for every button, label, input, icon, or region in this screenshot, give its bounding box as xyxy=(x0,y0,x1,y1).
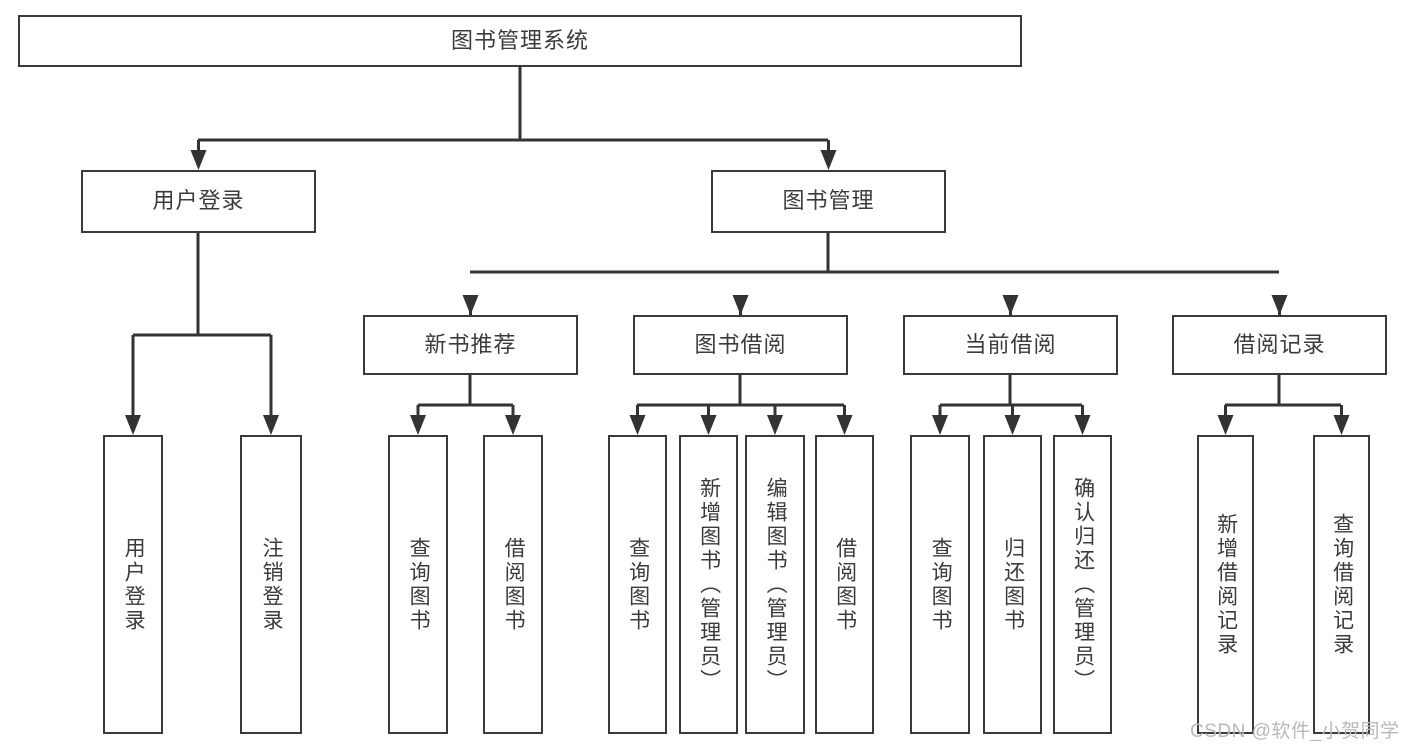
node-label: 借阅记录 xyxy=(1233,331,1326,357)
arrow-head-current-borrow xyxy=(1002,295,1019,315)
node-label: 新增借阅记录 xyxy=(1214,512,1238,657)
arrow-head-leaf-add-book xyxy=(700,415,717,435)
arrow-head-leaf-user-login xyxy=(125,415,141,435)
node-label: 查询图书 xyxy=(407,536,431,633)
node-label: 新增图书（管理员） xyxy=(697,476,721,693)
arrow-head-new-book-rec xyxy=(462,295,479,315)
arrow-head-book-borrow xyxy=(732,295,749,315)
node-label: 确认归还（管理员） xyxy=(1071,476,1095,693)
node-current-borrow: 当前借阅 xyxy=(903,315,1118,375)
arrow-head-leaf-borrow-book-1 xyxy=(505,415,521,435)
node-book-manage: 图书管理 xyxy=(711,170,946,233)
node-leaf-confirm-return: 确认归还（管理员） xyxy=(1053,435,1112,734)
arrow-head-leaf-query-record xyxy=(1333,415,1350,435)
node-label: 编辑图书（管理员） xyxy=(764,476,788,693)
node-label: 图书管理 xyxy=(782,188,875,214)
node-label: 用户登录 xyxy=(122,536,146,633)
node-leaf-query-book-1: 查询图书 xyxy=(388,435,448,734)
node-label: 当前借阅 xyxy=(964,331,1057,357)
arrow-head-leaf-return-book xyxy=(1004,415,1021,435)
node-label: 图书管理系统 xyxy=(450,27,589,53)
node-leaf-user-login: 用户登录 xyxy=(103,435,163,734)
arrow-head-leaf-confirm-return xyxy=(1074,415,1091,435)
node-book-borrow: 图书借阅 xyxy=(633,315,848,375)
node-leaf-add-record: 新增借阅记录 xyxy=(1197,435,1254,734)
node-label: 图书借阅 xyxy=(694,331,787,357)
node-leaf-logout: 注销登录 xyxy=(240,435,302,734)
node-label: 用户登录 xyxy=(152,188,245,214)
node-borrow-record: 借阅记录 xyxy=(1172,315,1387,375)
node-label: 借阅图书 xyxy=(502,536,526,633)
node-leaf-return-book: 归还图书 xyxy=(983,435,1042,734)
node-label: 查询借阅记录 xyxy=(1330,512,1354,657)
node-label: 归还图书 xyxy=(1001,536,1025,633)
node-user-login: 用户登录 xyxy=(81,170,316,233)
node-label: 借阅图书 xyxy=(833,536,857,633)
node-new-book-rec: 新书推荐 xyxy=(363,315,578,375)
arrow-head-leaf-edit-book xyxy=(767,415,783,435)
node-label: 查询图书 xyxy=(929,536,953,633)
node-label: 新书推荐 xyxy=(424,331,517,357)
arrow-head-borrow-record xyxy=(1271,295,1288,315)
node-leaf-edit-book: 编辑图书（管理员） xyxy=(745,435,805,734)
node-leaf-add-book: 新增图书（管理员） xyxy=(679,435,738,734)
arrow-head-leaf-borrow-book-2 xyxy=(836,415,853,435)
node-leaf-borrow-book-1: 借阅图书 xyxy=(483,435,543,734)
arrow-head-leaf-query-book-2 xyxy=(629,415,646,435)
arrow-head-user-login xyxy=(190,150,207,170)
node-root: 图书管理系统 xyxy=(18,15,1022,67)
arrow-head-leaf-add-record xyxy=(1217,415,1234,435)
node-leaf-query-book-2: 查询图书 xyxy=(608,435,667,734)
node-label: 查询图书 xyxy=(626,536,650,633)
arrow-head-leaf-query-book-1 xyxy=(410,415,426,435)
node-leaf-query-book-3: 查询图书 xyxy=(910,435,970,734)
arrow-head-leaf-query-book-3 xyxy=(932,415,948,435)
node-label: 注销登录 xyxy=(260,536,284,633)
arrow-head-leaf-logout xyxy=(263,415,279,435)
node-leaf-borrow-book-2: 借阅图书 xyxy=(815,435,874,734)
node-leaf-query-record: 查询借阅记录 xyxy=(1313,435,1370,734)
arrow-head-book-manage xyxy=(820,150,837,170)
